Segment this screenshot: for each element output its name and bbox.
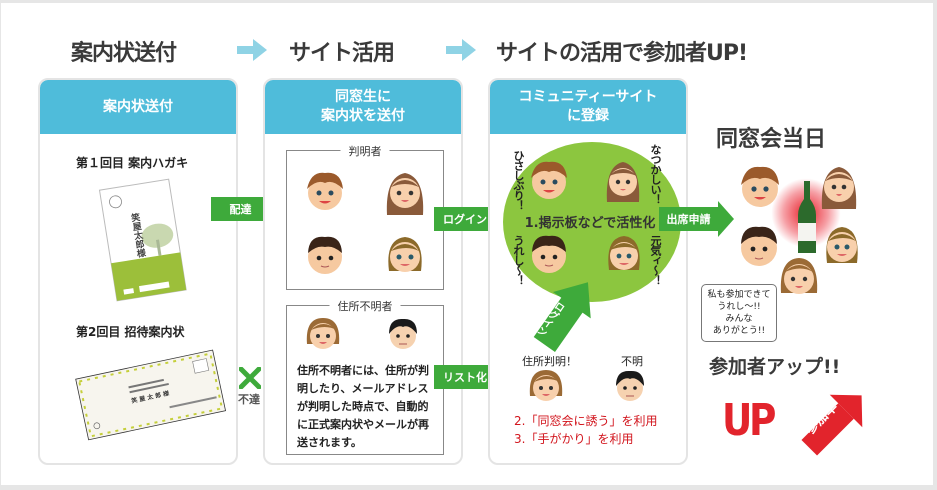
postcard-image: 笑屋太郎様 — [98, 178, 187, 302]
speech-natsukashii: なつかしい！ — [649, 144, 662, 204]
address-unknown-label: 不明 — [621, 355, 643, 368]
listing-label: リスト化 — [434, 365, 496, 389]
card-title: コミュニティーサイトに登録 — [490, 80, 686, 134]
activity-circle — [503, 142, 681, 302]
face-male-2 — [532, 235, 566, 273]
cross-icon — [239, 367, 261, 389]
face-female-3 — [529, 370, 563, 401]
login-up-arrow — [533, 282, 591, 352]
face-female-1 — [386, 173, 424, 215]
speech-hisashiburi: ひさしぶり！ — [512, 150, 525, 210]
login-label: ログイン — [434, 207, 496, 231]
speech-bubble: 私も参加できて うれし〜!! みんな ありがとう!! — [701, 284, 777, 342]
delivered-label: 配達 — [211, 197, 270, 221]
face-male-3 — [389, 318, 417, 349]
face-male-2 — [741, 226, 777, 266]
speech-ureshii: うれし〜！ — [512, 235, 525, 285]
champagne-bottle-icon — [798, 181, 816, 253]
face-female-2 — [826, 227, 858, 263]
card-invitation-sending: 案内状送付 第１回目 案内ハガキ 笑屋太郎様 第2回目 招待案内状 — [38, 78, 238, 465]
first-mailing-label: 第１回目 案内ハガキ — [76, 156, 189, 170]
right-arrow-icon — [446, 39, 476, 61]
undelivered-label: 不達 — [238, 393, 260, 406]
card-send-to-alumni: 同窓生に案内状を送付 判明者 住所不明者 住所不明者には、住所が判明したり、メー… — [263, 78, 463, 465]
unknown-address-box: 住所不明者 住所不明者には、住所が判明したり、メールアドレスが判明した時点で、自… — [286, 298, 444, 455]
card-title: 同窓生に案内状を送付 — [265, 80, 461, 134]
address-found-label: 住所判明！ — [522, 355, 577, 368]
face-female-1 — [606, 162, 640, 202]
step-invite-reunion: 2.「同窓会に誘う」を利用 — [514, 414, 658, 428]
card-community-site: コミュニティーサイトに登録 1.掲示板などで活性化 ひさしぶり！ なつかしい！ … — [488, 78, 688, 465]
step-clues: 3.「手がかり」を利用 — [514, 432, 634, 446]
headline-step-1: 案内状送付 — [71, 41, 177, 66]
unknown-box-label: 住所不明者 — [329, 298, 401, 314]
participants-up-text: 参加者アップ!! — [709, 356, 841, 378]
headline-step-3: サイトの活用で参加者UP! — [496, 41, 748, 66]
face-male-1 — [741, 166, 779, 207]
face-female-3 — [780, 258, 818, 294]
headline-step-2: サイト活用 — [289, 41, 395, 66]
face-male-2 — [308, 236, 342, 274]
speech-genki: 元気ィ〜！ — [649, 235, 662, 285]
face-female-2 — [388, 237, 422, 272]
right-arrow-icon — [237, 39, 267, 61]
card-title: 案内状送付 — [40, 80, 236, 134]
rising-arrow-icon — [801, 394, 863, 456]
up-text: UP — [722, 395, 776, 446]
reunion-day-title: 同窓会当日 — [716, 127, 827, 152]
circle-activity-text: 1.掲示板などで活性化 — [524, 216, 656, 231]
known-box-label: 判明者 — [340, 143, 390, 159]
face-male-1 — [307, 172, 343, 210]
second-mailing-label: 第2回目 招待案内状 — [76, 325, 185, 339]
unknown-address-note: 住所不明者には、住所が判明したり、メールアドレスが判明した時点で、自動的に正式案… — [297, 364, 429, 449]
diagram-canvas: 案内状送付 サイト活用 サイトの活用で参加者UP! 案内状送付 第１回目 案内ハ… — [1, 3, 933, 485]
envelope-image: 笑 屋 太 郎 様 — [75, 349, 227, 441]
known-people-box: 判明者 — [286, 143, 444, 290]
face-female-2 — [608, 236, 640, 270]
face-female-1 — [821, 167, 857, 209]
face-male-3 — [616, 370, 644, 401]
attend-label: 出席申請 — [659, 207, 718, 231]
face-male-1 — [531, 161, 567, 199]
attend-arrow: 出席申請 — [659, 201, 734, 237]
face-female-3 — [306, 318, 340, 349]
